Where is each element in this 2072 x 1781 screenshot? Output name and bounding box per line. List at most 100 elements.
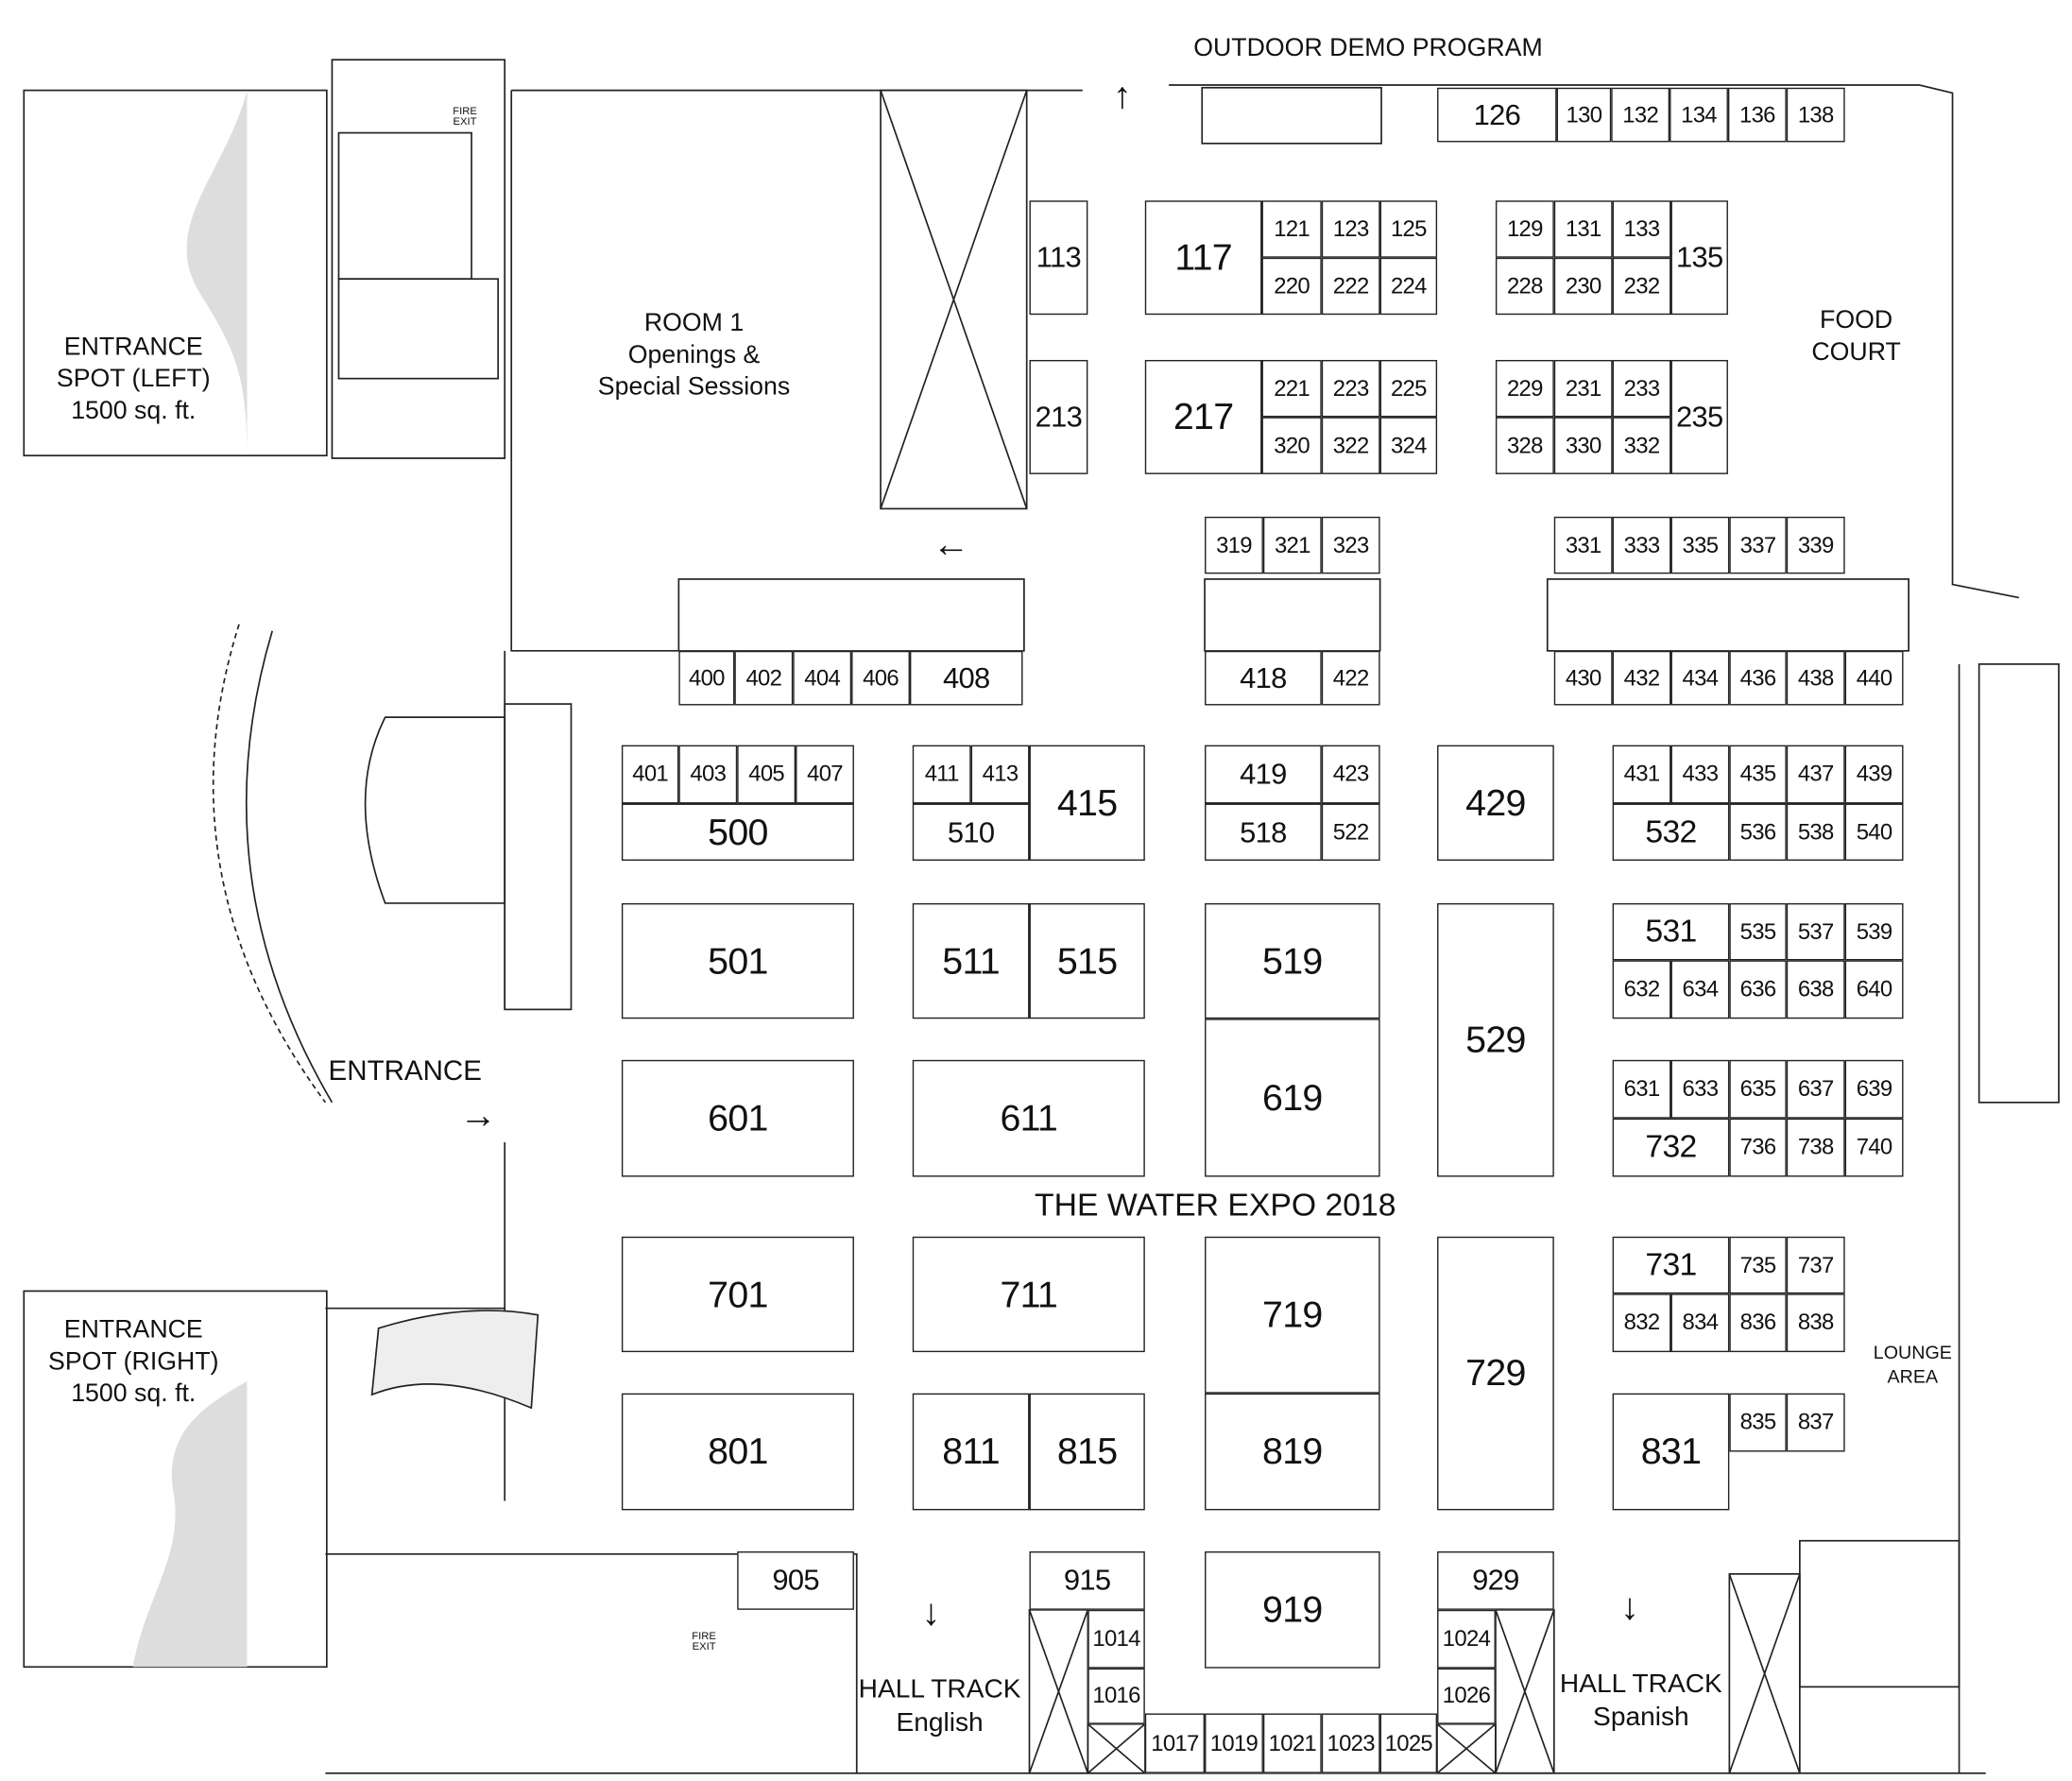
- booth-636[interactable]: 636: [1729, 960, 1787, 1019]
- booth-419[interactable]: 419: [1205, 745, 1322, 804]
- booth-731[interactable]: 731: [1612, 1236, 1730, 1294]
- booth-640[interactable]: 640: [1844, 960, 1904, 1019]
- booth-423[interactable]: 423: [1321, 745, 1380, 804]
- booth-635[interactable]: 635: [1729, 1059, 1787, 1119]
- booth-330[interactable]: 330: [1553, 417, 1613, 474]
- booth-429[interactable]: 429: [1437, 745, 1554, 861]
- booth-535[interactable]: 535: [1729, 902, 1787, 961]
- booth-321[interactable]: 321: [1262, 516, 1322, 574]
- booth-529[interactable]: 529: [1437, 902, 1554, 1177]
- booth-611[interactable]: 611: [912, 1059, 1145, 1177]
- booth-222[interactable]: 222: [1321, 257, 1380, 316]
- booth-515[interactable]: 515: [1029, 902, 1145, 1019]
- booth-134[interactable]: 134: [1670, 87, 1728, 143]
- booth-436[interactable]: 436: [1729, 650, 1787, 706]
- booth-631[interactable]: 631: [1612, 1059, 1671, 1119]
- booth-117[interactable]: 117: [1144, 200, 1262, 316]
- booth-540[interactable]: 540: [1844, 803, 1904, 861]
- booth-832[interactable]: 832: [1612, 1293, 1671, 1353]
- booth-510[interactable]: 510: [912, 803, 1030, 861]
- booth-539[interactable]: 539: [1844, 902, 1904, 961]
- booth-401[interactable]: 401: [621, 745, 679, 804]
- booth-633[interactable]: 633: [1670, 1059, 1730, 1119]
- booth-323[interactable]: 323: [1321, 516, 1380, 574]
- booth-819[interactable]: 819: [1205, 1393, 1380, 1511]
- booth-711[interactable]: 711: [912, 1236, 1145, 1353]
- booth-440[interactable]: 440: [1844, 650, 1904, 706]
- booth-125[interactable]: 125: [1379, 200, 1438, 258]
- booth-438[interactable]: 438: [1786, 650, 1845, 706]
- booth-915[interactable]: 915: [1029, 1550, 1145, 1610]
- booth-233[interactable]: 233: [1612, 359, 1671, 418]
- booth-235[interactable]: 235: [1670, 359, 1728, 474]
- booth-413[interactable]: 413: [970, 745, 1030, 804]
- booth-402[interactable]: 402: [734, 650, 794, 706]
- booth-1019[interactable]: 1019: [1205, 1713, 1263, 1773]
- booth-135[interactable]: 135: [1670, 200, 1728, 316]
- booth-123[interactable]: 123: [1321, 200, 1380, 258]
- booth-126[interactable]: 126: [1437, 87, 1557, 143]
- booth-736[interactable]: 736: [1729, 1118, 1787, 1177]
- booth-719[interactable]: 719: [1205, 1236, 1380, 1394]
- booth-422[interactable]: 422: [1321, 650, 1380, 706]
- booth-737[interactable]: 737: [1786, 1236, 1845, 1294]
- booth-735[interactable]: 735: [1729, 1236, 1787, 1294]
- booth-511[interactable]: 511: [912, 902, 1030, 1019]
- booth-217[interactable]: 217: [1144, 359, 1262, 474]
- booth-432[interactable]: 432: [1612, 650, 1671, 706]
- booth-639[interactable]: 639: [1844, 1059, 1904, 1119]
- booth-431[interactable]: 431: [1612, 745, 1671, 804]
- booth-332[interactable]: 332: [1612, 417, 1671, 474]
- booth-738[interactable]: 738: [1786, 1118, 1845, 1177]
- booth-418[interactable]: 418: [1205, 650, 1322, 706]
- booth-1025[interactable]: 1025: [1379, 1713, 1438, 1773]
- booth-228[interactable]: 228: [1495, 257, 1554, 316]
- booth-919[interactable]: 919: [1205, 1550, 1380, 1669]
- booth-522[interactable]: 522: [1321, 803, 1380, 861]
- booth-500[interactable]: 500: [621, 803, 854, 861]
- booth-835[interactable]: 835: [1729, 1393, 1787, 1452]
- booth-121[interactable]: 121: [1261, 200, 1322, 258]
- booth-221[interactable]: 221: [1261, 359, 1322, 418]
- booth-837[interactable]: 837: [1786, 1393, 1845, 1452]
- booth-811[interactable]: 811: [912, 1393, 1030, 1511]
- booth-337[interactable]: 337: [1729, 516, 1787, 574]
- booth-411[interactable]: 411: [912, 745, 971, 804]
- booth-232[interactable]: 232: [1612, 257, 1671, 316]
- booth-404[interactable]: 404: [793, 650, 852, 706]
- booth-136[interactable]: 136: [1727, 87, 1787, 143]
- booth-1017[interactable]: 1017: [1144, 1713, 1206, 1773]
- booth-319[interactable]: 319: [1205, 516, 1263, 574]
- booth-405[interactable]: 405: [737, 745, 796, 804]
- booth-1016[interactable]: 1016: [1087, 1668, 1145, 1724]
- booth-320[interactable]: 320: [1261, 417, 1322, 474]
- booth-1021[interactable]: 1021: [1262, 1713, 1322, 1773]
- booth-537[interactable]: 537: [1786, 902, 1845, 961]
- booth-133[interactable]: 133: [1612, 200, 1671, 258]
- booth-801[interactable]: 801: [621, 1393, 854, 1511]
- booth-815[interactable]: 815: [1029, 1393, 1145, 1511]
- booth-434[interactable]: 434: [1670, 650, 1730, 706]
- booth-836[interactable]: 836: [1729, 1293, 1787, 1353]
- booth-601[interactable]: 601: [621, 1059, 854, 1177]
- booth-400[interactable]: 400: [678, 650, 735, 706]
- booth-408[interactable]: 408: [909, 650, 1023, 706]
- booth-732[interactable]: 732: [1612, 1118, 1730, 1177]
- booth-701[interactable]: 701: [621, 1236, 854, 1353]
- booth-230[interactable]: 230: [1553, 257, 1613, 316]
- booth-138[interactable]: 138: [1786, 87, 1845, 143]
- booth-740[interactable]: 740: [1844, 1118, 1904, 1177]
- booth-437[interactable]: 437: [1786, 745, 1845, 804]
- booth-322[interactable]: 322: [1321, 417, 1380, 474]
- booth-1023[interactable]: 1023: [1321, 1713, 1380, 1773]
- booth-538[interactable]: 538: [1786, 803, 1845, 861]
- booth-131[interactable]: 131: [1553, 200, 1613, 258]
- booth-132[interactable]: 132: [1611, 87, 1670, 143]
- booth-213[interactable]: 213: [1029, 359, 1088, 474]
- booth-1026[interactable]: 1026: [1437, 1668, 1496, 1724]
- booth-403[interactable]: 403: [678, 745, 738, 804]
- booth-224[interactable]: 224: [1379, 257, 1438, 316]
- booth-1014[interactable]: 1014: [1087, 1609, 1145, 1669]
- booth-231[interactable]: 231: [1553, 359, 1613, 418]
- booth-619[interactable]: 619: [1205, 1019, 1380, 1177]
